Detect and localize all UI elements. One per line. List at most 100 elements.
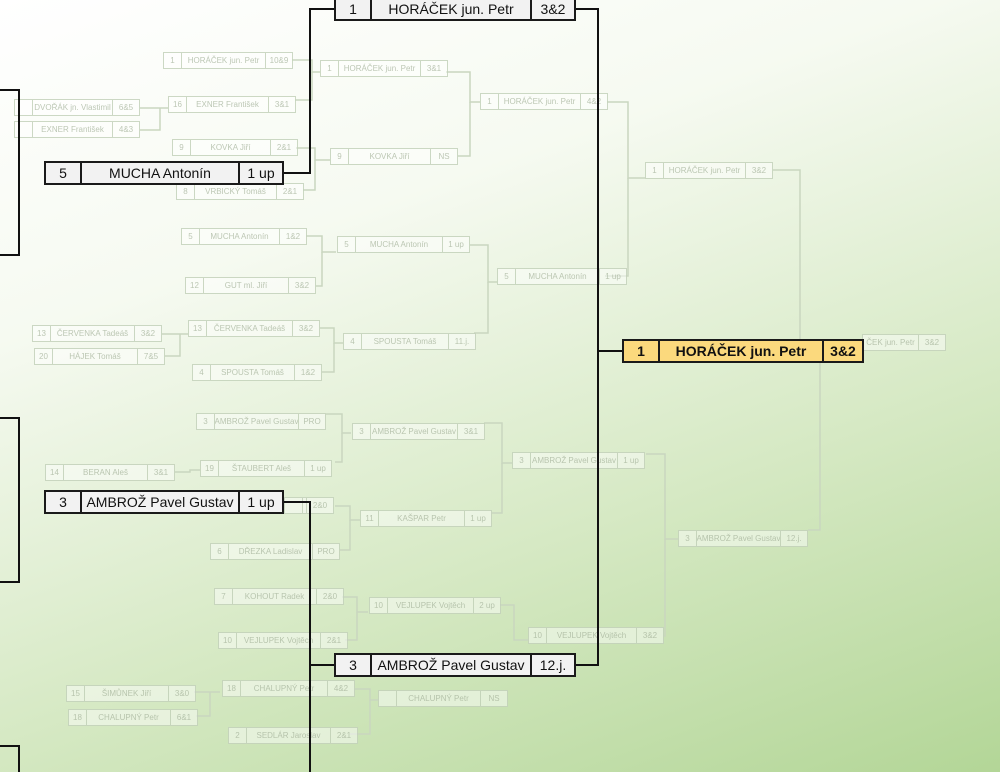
ghost-result: 4&3 — [112, 122, 139, 137]
ghost-name: KAŠPAR Petr — [397, 514, 446, 523]
ghost-seed: 3 — [353, 424, 371, 439]
ghost-name: MUCHA Antonín — [528, 272, 587, 281]
match-box[interactable]: 3 AMBROŽ Pavel Gustav 12.j. — [334, 653, 576, 677]
ghost-seed: 2 — [229, 728, 247, 743]
ghost-name: ŠTAUBERT Aleš — [231, 464, 292, 473]
ghost-name: SPOUSTA Tomáš — [373, 337, 437, 346]
ghost-result: 3&2 — [134, 326, 161, 341]
ghost-seed: 12 — [186, 278, 204, 293]
ghost-result: 2&0 — [316, 589, 343, 604]
ghost-match: 12 GUT ml. Jiří 3&2 — [185, 277, 316, 294]
match-box[interactable]: 3 AMBROŽ Pavel Gustav 1 up — [44, 490, 284, 514]
ghost-result: 3&1 — [457, 424, 484, 439]
ghost-seed: 5 — [338, 237, 356, 252]
ghost-name: ŠIMŮNEK Jiří — [101, 689, 152, 698]
ghost-name: KOVKA Jiří — [369, 152, 410, 161]
match-box[interactable]: 1 HORÁČEK jun. Petr 3&2 — [334, 0, 576, 21]
ghost-name: ČERVENKA Tadeáš — [213, 324, 286, 333]
ghost-result: 2&1 — [276, 184, 303, 199]
ghost-seed: 3 — [197, 414, 215, 429]
ghost-result: NS — [430, 149, 457, 164]
ghost-match: 18 CHALUPNÝ Petr 4&2 — [222, 680, 355, 697]
player-name: MUCHA Antonín — [109, 165, 211, 181]
ghost-result: 3&2 — [292, 321, 319, 336]
ghost-result: 3&2 — [288, 278, 315, 293]
ghost-result: 2&0 — [306, 498, 333, 513]
ghost-seed: 16 — [169, 97, 187, 112]
ghost-result: 3&1 — [268, 97, 295, 112]
ghost-result: 10&9 — [265, 53, 292, 68]
ghost-name: ČEK jun. Petr — [866, 338, 915, 347]
ghost-seed: 1 — [481, 94, 499, 109]
ghost-name: KOHOUT Radek — [244, 592, 305, 601]
ghost-seed: 4 — [344, 334, 362, 349]
ghost-name: VRBICKÝ Tomáš — [205, 187, 266, 196]
ghost-seed: 8 — [177, 184, 195, 199]
ghost-result: 1 up — [464, 511, 491, 526]
ghost-seed: 1 — [646, 163, 664, 178]
ghost-result: 2 up — [473, 598, 500, 613]
ghost-seed: 20 — [35, 349, 53, 364]
ghost-seed: 5 — [182, 229, 200, 244]
ghost-match: 16 EXNER František 3&1 — [168, 96, 296, 113]
ghost-name: BERAN Aleš — [83, 468, 128, 477]
ghost-result: 1 up — [599, 269, 626, 284]
seed-number: 5 — [46, 163, 82, 183]
ghost-seed: 4 — [193, 365, 211, 380]
ghost-result: 1 up — [442, 237, 469, 252]
ghost-seed — [379, 691, 397, 706]
ghost-seed: 18 — [223, 681, 241, 696]
ghost-result: 1&2 — [279, 229, 306, 244]
ghost-seed: 5 — [498, 269, 516, 284]
ghost-result: 6&1 — [170, 710, 197, 725]
match-box[interactable]: 5 MUCHA Antonín 1 up — [44, 161, 284, 185]
seed-number: 1 — [336, 0, 372, 19]
ghost-result: 1 up — [617, 453, 644, 468]
ghost-name: CHALUPNÝ Petr — [253, 684, 315, 693]
ghost-match: 11 KAŠPAR Petr 1 up — [360, 510, 492, 527]
ghost-result: 7&5 — [137, 349, 164, 364]
ghost-name: VEJLUPEK Vojtěch — [395, 601, 466, 610]
ghost-match: 5 MUCHA Antonín 1 up — [497, 268, 627, 285]
ghost-seed: 3 — [679, 531, 697, 546]
ghost-name: AMBROŽ Pavel Gustav — [531, 456, 617, 465]
ghost-name: MUCHA Antonín — [210, 232, 269, 241]
ghost-seed: 18 — [69, 710, 87, 725]
winner-name: HORÁČEK jun. Petr — [675, 343, 807, 359]
ghost-seed: 11 — [361, 511, 379, 526]
ghost-seed — [285, 498, 303, 513]
ghost-name: GUT ml. Jiří — [224, 281, 268, 290]
ghost-result: PRO — [312, 544, 339, 559]
ghost-name: HORÁČEK jun. Petr — [668, 166, 741, 175]
ghost-name: EXNER František — [196, 100, 259, 109]
ghost-result: 4&2 — [327, 681, 354, 696]
ghost-seed: 10 — [219, 633, 237, 648]
seed-number: 3 — [336, 655, 372, 675]
ghost-result: 1&2 — [294, 365, 321, 380]
winner-match-box[interactable]: 1 HORÁČEK jun. Petr 3&2 — [622, 339, 864, 363]
ghost-result: 3&1 — [147, 465, 174, 480]
player-name: HORÁČEK jun. Petr — [388, 1, 514, 17]
ghost-name: EXNER František — [41, 125, 104, 134]
ghost-name: CHALUPNÝ Petr — [98, 713, 159, 722]
ghost-seed: 13 — [33, 326, 51, 341]
ghost-result: 3&1 — [420, 61, 447, 76]
ghost-name: VEJLUPEK Vojtěch — [556, 631, 627, 640]
